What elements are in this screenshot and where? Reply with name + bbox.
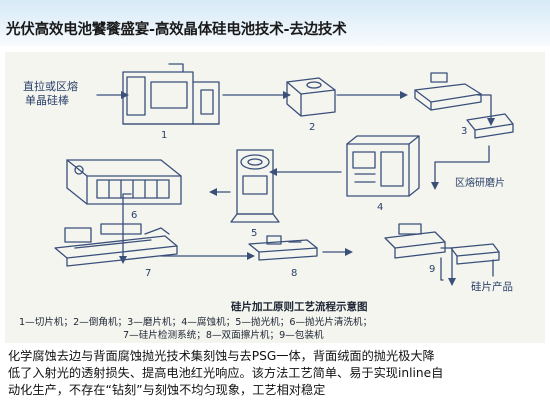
step-number-6: 6 bbox=[131, 210, 137, 221]
figure-caption-line2: 7—硅片检测系统；8—双面擦片机；9—包装机 bbox=[123, 329, 324, 341]
side-input-label: 区熔研磨片 bbox=[455, 176, 505, 189]
figure-caption-line1: 1—切片机；2—倒角机；3—磨片机；4—腐蚀机；5—抛光机；6—抛光片清洗机； bbox=[19, 316, 372, 328]
figure-caption-title: 硅片加工原则工艺流程示意图 bbox=[231, 300, 368, 313]
step-number-7: 7 bbox=[145, 268, 151, 279]
step-number-3: 3 bbox=[461, 126, 467, 137]
step-number-4: 4 bbox=[377, 202, 383, 213]
slide-title: 光伏高效电池饕餮盛宴-高效晶体硅电池技术-去边技术 bbox=[6, 21, 347, 38]
step-number-9: 9 bbox=[429, 264, 435, 275]
process-flow-diagram: 直拉或区熔 单晶硅棒 区熔研磨片 硅片产品 1 2 3 4 5 6 7 8 9 … bbox=[19, 63, 514, 341]
step-number-8: 8 bbox=[291, 268, 297, 279]
process-flow-figure: 直拉或区熔 单晶硅棒 区熔研磨片 硅片产品 1 2 3 4 5 6 7 8 9 … bbox=[5, 52, 545, 343]
body-paragraph: 化学腐蚀去边与背面腐蚀抛光技术集刻蚀与去PSG一体，背面绒面的抛光极大降 低了入… bbox=[8, 348, 540, 399]
step-number-1: 1 bbox=[161, 130, 167, 141]
source-label-line1: 直拉或区熔 bbox=[23, 79, 78, 93]
step-number-5: 5 bbox=[251, 228, 257, 239]
output-label: 硅片产品 bbox=[471, 280, 513, 293]
title-bar bbox=[0, 0, 550, 46]
source-label-line2: 单晶硅棒 bbox=[25, 93, 69, 107]
body-line-3: 动化生产，不存在“钻刻”与刻蚀不均匀现象，工艺相对稳定 bbox=[8, 383, 326, 397]
body-line-1: 化学腐蚀去边与背面腐蚀抛光技术集刻蚀与去PSG一体，背面绒面的抛光极大降 bbox=[8, 349, 435, 363]
body-line-2: 低了入射光的透射损失、提高电池红光响应。该方法工艺简单、易于实现inline自 bbox=[8, 366, 444, 380]
step-number-2: 2 bbox=[309, 122, 315, 133]
